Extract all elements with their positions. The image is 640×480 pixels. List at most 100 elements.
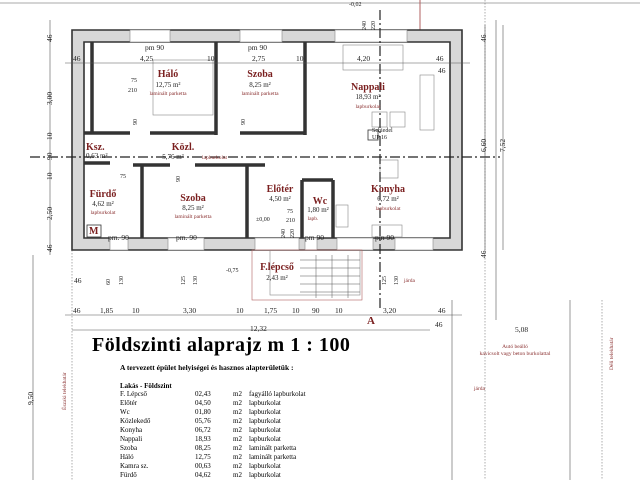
svg-text:46: 46 [73,54,81,63]
outer-wall [71,29,463,251]
svg-text:F.lépcső: F.lépcső [260,262,294,273]
room-kozl: Közl. 5,76 m² lapburkolat [162,142,227,161]
parking-label: Autó beálló [502,344,528,350]
table-cell: Wc [120,408,130,416]
svg-text:210: 210 [128,88,137,94]
svg-text:46: 46 [74,276,82,285]
svg-text:46: 46 [438,306,446,315]
svg-text:Közl.: Közl. [172,142,195,153]
table-cell: lapburkolat [249,417,281,425]
svg-text:240: 240 [362,21,368,30]
svg-text:laminált parketta: laminált parketta [174,214,212,220]
svg-text:10: 10 [132,306,140,315]
north-boundary-label: Északi telekhatár [60,372,68,410]
level-entry: ±0,00 [256,217,270,223]
level-top: -0,02 [349,2,362,8]
table-cell: lapburkolat [249,435,281,443]
svg-text:lapb.: lapb. [308,216,319,222]
table-cell: Előtér [120,399,138,407]
svg-text:lapburkolat: lapburkolat [90,210,116,216]
svg-text:12,32: 12,32 [250,324,267,333]
svg-text:Konyha: Konyha [371,184,405,195]
table-cell: 18,93 [195,435,211,443]
svg-text:1,75: 1,75 [264,306,277,315]
table-cell: lapburkolat [249,426,281,434]
chimney-icon [367,129,379,141]
svg-text:2,50: 2,50 [45,207,54,220]
svg-text:10: 10 [292,306,300,315]
svg-text:46: 46 [73,306,81,315]
svg-text:pm 90: pm 90 [145,43,164,52]
svg-text:210: 210 [286,218,295,224]
table-cell: Fürdő [120,471,137,479]
table-cell: 02,43 [195,390,211,398]
svg-text:220: 220 [371,21,377,30]
svg-text:10: 10 [207,54,215,63]
svg-text:6,60: 6,60 [479,139,488,152]
table-cell: m2 [233,426,242,434]
svg-text:5,76 m²: 5,76 m² [162,153,184,161]
table-cell: Háló [120,453,134,461]
chimney-label: Schiedel [372,128,393,134]
room-szoba-bottom: Szoba 8,25 m² laminált parketta pm. 90 [174,193,212,242]
table-cell: m2 [233,444,242,452]
svg-text:46: 46 [438,66,446,75]
room-szoba-top: Szoba 8,25 m² laminált parketta pm 90 [241,43,279,97]
svg-text:Wc: Wc [313,196,328,207]
svg-text:12,75 m²: 12,75 m² [155,81,180,89]
room-lepcso: F.lépcső 2,43 m² [260,262,294,282]
svg-text:2,75: 2,75 [252,54,265,63]
svg-text:7,52: 7,52 [498,139,507,152]
room-halo: Háló 12,75 m² laminált parketta pm 90 [145,43,187,97]
svg-text:4,25: 4,25 [140,54,153,63]
table-cell: m2 [233,417,242,425]
svg-text:18,93 m²: 18,93 m² [355,93,380,101]
svg-text:lapburkolat: lapburkolat [202,155,228,161]
sidewalk-label: járda [403,278,416,284]
table-cell: Szoba [120,444,138,452]
schedule-subtitle: A tervezett épület helyiségei és hasznos… [120,363,294,372]
room-kamra: Ksz. 0,63 m² [86,142,108,160]
svg-text:10: 10 [45,132,54,140]
table-cell: 04,50 [195,399,211,407]
room-schedule: Földszinti alaprajz m 1 : 100 A tervezet… [92,334,420,480]
svg-text:46: 46 [479,250,488,258]
room-konyha: Konyha 6,72 m² lapburkolat pm 90 [371,184,405,242]
table-cell: m2 [233,471,242,479]
svg-text:10: 10 [45,172,54,180]
svg-text:130: 130 [119,276,125,285]
meter-box [86,224,102,238]
svg-text:9,50: 9,50 [26,392,35,405]
table-cell: Konyha [120,426,143,434]
table-cell: lapburkolat [249,462,281,470]
level-outside: -0,75 [226,268,239,274]
svg-text:90: 90 [45,152,54,160]
svg-text:75: 75 [120,174,126,180]
table-cell: lapburkolat [249,399,281,407]
svg-text:130: 130 [193,276,199,285]
svg-text:laminált parketta: laminált parketta [241,91,279,97]
chimney-type: UP 16 [372,135,387,141]
svg-text:Szoba: Szoba [247,69,273,80]
svg-text:Fürdő: Fürdő [90,189,117,200]
table-cell: m2 [233,435,242,443]
svg-text:3,20: 3,20 [383,306,396,315]
svg-text:pm. 90: pm. 90 [108,233,129,242]
svg-text:0,63 m²: 0,63 m² [86,152,108,160]
room-furdo: Fürdő 4,62 m² lapburkolat pm. 90 M [89,189,129,242]
table-cell: 01,80 [195,408,211,416]
svg-text:240: 240 [281,229,287,238]
table-cell: laminált parketta [249,444,297,452]
svg-text:laminált parketta: laminált parketta [149,91,187,97]
